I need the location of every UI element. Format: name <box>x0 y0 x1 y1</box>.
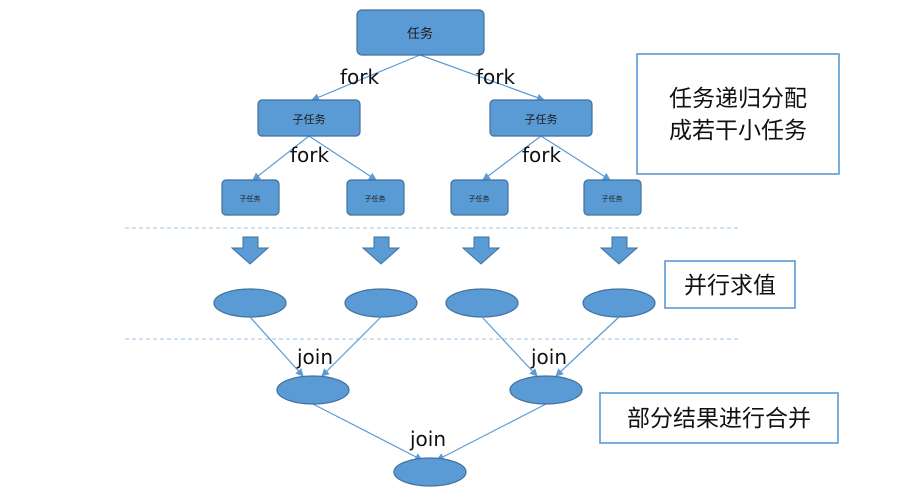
note-merge-box <box>599 392 839 444</box>
fork-label-root-left: fork <box>340 65 380 89</box>
edge-root-to-sub-right <box>419 54 545 102</box>
node-leaf-4 <box>583 179 642 216</box>
edge-eval4-to-merge-right <box>555 316 620 377</box>
down-arrow-4 <box>599 236 639 265</box>
eval-node-4 <box>582 288 656 318</box>
edge-subleft-to-leaf2 <box>308 135 377 181</box>
edge-merge-left-to-final <box>312 403 423 461</box>
edge-eval1-to-merge-left <box>249 316 304 377</box>
node-leaf-2 <box>346 179 405 216</box>
fork-label-sub-right: fork <box>522 143 562 167</box>
edge-subright-to-leaf3 <box>482 135 542 181</box>
down-arrow-3 <box>461 236 501 265</box>
node-leaf-1 <box>221 179 280 216</box>
eval-node-1 <box>213 288 287 318</box>
eval-node-3 <box>445 288 519 318</box>
note-merge-text: 部分结果进行合并 <box>627 406 811 432</box>
join-label-right: join <box>530 345 567 369</box>
edge-root-to-sub-left <box>311 54 421 101</box>
node-subtask-right <box>489 99 593 137</box>
note-parallel-text: 并行求值 <box>684 273 776 299</box>
eval-node-2 <box>344 288 418 318</box>
edge-subright-to-leaf4 <box>540 135 611 181</box>
note-divide-line2: 成若干小任务 <box>669 118 807 144</box>
edge-eval2-to-merge-left <box>321 316 382 377</box>
merge-node-right <box>509 375 583 405</box>
down-arrow-1 <box>230 236 270 265</box>
fork-label-sub-left: fork <box>290 143 330 167</box>
node-leaf-4-label: 子任务 <box>602 194 623 203</box>
node-subtask-left <box>257 99 361 137</box>
edge-eval3-to-merge-right <box>481 316 538 377</box>
fork-label-root-right: fork <box>476 65 516 89</box>
edge-subleft-to-leaf1 <box>252 135 310 181</box>
join-label-left: join <box>296 345 333 369</box>
final-result-node <box>393 457 467 487</box>
node-root-task <box>356 9 485 56</box>
note-parallel-box <box>664 260 796 309</box>
node-leaf-2-label: 子任务 <box>365 194 386 203</box>
down-arrow-2 <box>361 236 401 265</box>
edge-merge-right-to-final <box>436 403 547 461</box>
node-leaf-3-label: 子任务 <box>469 194 490 203</box>
node-leaf-3 <box>450 179 509 216</box>
join-label-bottom: join <box>409 427 446 451</box>
node-leaf-1-label: 子任务 <box>240 194 261 203</box>
node-subtask-right-label: 子任务 <box>525 113 558 126</box>
node-subtask-left-label: 子任务 <box>293 113 326 126</box>
node-root-task-label: 任务 <box>407 26 433 42</box>
merge-node-left <box>276 375 350 405</box>
note-divide-box <box>636 53 840 175</box>
note-divide-line1: 任务递归分配 <box>669 86 807 112</box>
